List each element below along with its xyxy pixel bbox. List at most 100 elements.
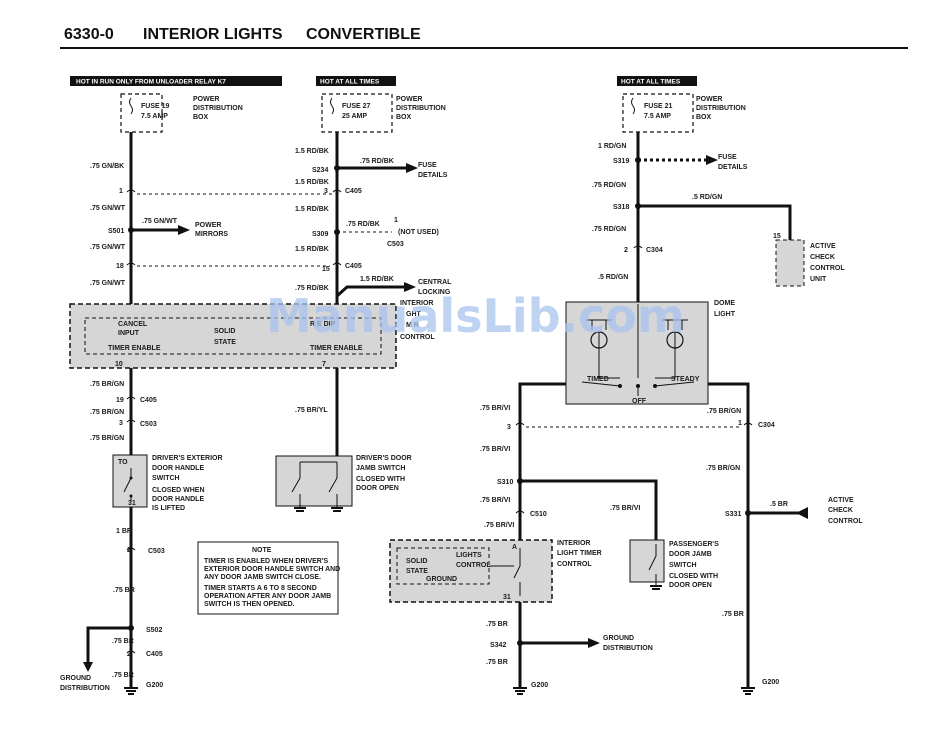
- pin-2-right: 2: [624, 247, 628, 254]
- djs-1: DRIVER'S DOOR: [356, 455, 412, 462]
- pin-3-right: 3: [507, 424, 511, 431]
- splice-s309: S309: [312, 231, 328, 238]
- pdj-1: PASSENGER'S: [669, 541, 719, 548]
- pdj-3: SWITCH: [669, 562, 697, 569]
- pin-19: 19: [116, 397, 124, 404]
- conn-c405-mid2: C405: [345, 263, 362, 270]
- icm-label-1: INTERIOR: [400, 300, 433, 307]
- icm-label-2: GHT: [406, 311, 422, 318]
- pin-31-iltc: 31: [503, 594, 511, 601]
- fuse-details-r2: DETAILS: [718, 164, 748, 171]
- fuse-21-amp: 7.5 AMP: [644, 113, 671, 120]
- ext-switch-1: DRIVER'S EXTERIOR: [152, 455, 223, 462]
- hot-bar-right: [617, 76, 697, 86]
- wire-rd-bk-5: .75 RD/BK: [295, 285, 329, 292]
- wire-rd-bk-1: 1.5 RD/BK: [295, 148, 329, 155]
- middle-top-circuit: 1.5 RD/BK S234 .75 RD/BK FUSE DETAILS 1.…: [295, 132, 452, 304]
- fuse-19-amp: 7.5 AMP: [141, 113, 168, 120]
- wire-br-gn-3: .75 BR/GN: [90, 435, 124, 442]
- diagram-title: INTERIOR LIGHTS: [143, 26, 283, 43]
- pin-1-right: 1: [738, 420, 742, 427]
- state-label: STATE: [214, 339, 236, 346]
- fuse-19-group: FUSE 19 7.5 AMP POWER DISTRIBUTION BOX: [120, 93, 243, 133]
- power-mirrors-1: POWER: [195, 222, 221, 229]
- pin-18: 18: [116, 263, 124, 270]
- pdb-right-2: DISTRIBUTION: [696, 105, 746, 112]
- g200-left: G200: [146, 682, 163, 689]
- splice-s501: S501: [108, 228, 124, 235]
- wire-br-vi-4: .75 BR/VI: [484, 522, 514, 529]
- pin-3-left: 3: [119, 420, 123, 427]
- wire-rd-gn-4: .5 RD/GN: [598, 274, 628, 281]
- conn-c304-right: C304: [646, 247, 663, 254]
- note-title: NOTE: [252, 547, 272, 554]
- pdb-right-3: BOX: [696, 114, 712, 121]
- right-bottom-circuit: .75 BR/VI 3 .75 BR/VI S310 .75 BR/VI C51…: [389, 382, 863, 695]
- wire-br-r3: .75 BR: [722, 611, 744, 618]
- wire-rd-bk-3: 1.5 RD/BK: [295, 206, 329, 213]
- iltc-3: CONTROL: [557, 561, 592, 568]
- conn-c503-left2: C503: [148, 548, 165, 555]
- note-box: NOTE TIMER IS ENABLED WHEN DRIVER'S EXTE…: [197, 541, 340, 615]
- g200-mid: G200: [531, 682, 548, 689]
- fuse-27-icon: [330, 97, 334, 115]
- conn-c405-mid1: C405: [345, 188, 362, 195]
- iltc-1: INTERIOR: [557, 540, 590, 547]
- acc2-2: CHECK: [828, 507, 853, 514]
- gd-right-1: GROUND: [603, 635, 634, 642]
- pin-a: A: [512, 544, 517, 551]
- fuse-27-group: FUSE 27 25 AMP POWER DISTRIBUTION BOX: [321, 93, 446, 133]
- pdb-left-3: BOX: [193, 114, 209, 121]
- wire-gn-wt-1: .75 GN/WT: [90, 205, 126, 212]
- cancel-label: CANCEL: [118, 321, 148, 328]
- diagram-subtitle: CONVERTIBLE: [306, 26, 421, 43]
- gd-right-2: DISTRIBUTION: [603, 645, 653, 652]
- relay-dip-label: R E DIP: [310, 321, 336, 328]
- right-top-circuit: 1 RD/GN S319 FUSE DETAILS .75 RD/GN S318…: [592, 132, 845, 304]
- left-bottom-circuit: .75 BR/GN 19 C405 .75 BR/GN 3 C503 .75 B…: [60, 368, 223, 695]
- wire-rd-gn-1: 1 RD/GN: [598, 143, 626, 150]
- timer-enable-right: TIMER ENABLE: [310, 345, 363, 352]
- fuse-21-label: FUSE 21: [644, 103, 673, 110]
- wire-br-gn-1: .75 BR/GN: [90, 381, 124, 388]
- ext-switch-4: CLOSED WHEN: [152, 487, 205, 494]
- input-label: INPUT: [118, 330, 140, 337]
- pdj-5: DOOR OPEN: [669, 582, 712, 589]
- driver-door-jamb-circuit: .75 BR/YL DRIVER'S DOOR JAMB SWITCH CLOS…: [275, 368, 412, 512]
- ext-switch-5: DOOR HANDLE: [152, 496, 204, 503]
- fuse-19-icon: [129, 97, 133, 115]
- splice-s502: S502: [146, 627, 162, 634]
- pin-2-left2: 2: [127, 651, 131, 658]
- wire-rd-bk-cl: 1.5 RD/BK: [360, 276, 394, 283]
- wire-br-vi-pass: .75 BR/VI: [610, 505, 640, 512]
- solid-label: SOLID: [214, 328, 235, 335]
- conn-c510: C510: [530, 511, 547, 518]
- acc-1: ACTIVE: [810, 243, 836, 250]
- pin-1-left: 1: [119, 188, 123, 195]
- g200-right: G200: [762, 679, 779, 686]
- wire-br-vi-1: .75 BR/VI: [480, 405, 510, 412]
- pin-2-left: 2: [127, 547, 131, 554]
- timer-enable-left: TIMER ENABLE: [108, 345, 161, 352]
- splice-s319: S319: [613, 158, 629, 165]
- wire-1-br: 1 BR: [116, 528, 132, 535]
- wire-br-r1: .75 BR: [486, 621, 508, 628]
- iltc-ground: GROUND: [426, 576, 457, 583]
- wire-br-vi-2: .75 BR/VI: [480, 446, 510, 453]
- wire-gn-wt-2: .75 GN/WT: [90, 244, 126, 251]
- djs-4: DOOR OPEN: [356, 485, 399, 492]
- fuse-details-2: DETAILS: [418, 172, 448, 179]
- wire-br-1: .75 BR: [113, 587, 135, 594]
- pin-1-nu: 1: [394, 217, 398, 224]
- fuse-21-group: FUSE 21 7.5 AMP POWER DISTRIBUTION BOX: [622, 93, 746, 133]
- fuse-27-amp: 25 AMP: [342, 113, 367, 120]
- dome-label-1: DOME: [714, 300, 735, 307]
- conn-c405-left2: C405: [146, 651, 163, 658]
- to-label: TO: [118, 459, 128, 466]
- note-line-1: TIMER IS ENABLED WHEN DRIVER'S: [204, 558, 329, 565]
- acc-4: UNIT: [810, 276, 827, 283]
- wire-rd-bk-2: 1.5 RD/BK: [295, 179, 329, 186]
- splice-s310: S310: [497, 479, 513, 486]
- wire-rd-gn-acc: .5 RD/GN: [692, 194, 722, 201]
- pin-10: 10: [115, 361, 123, 368]
